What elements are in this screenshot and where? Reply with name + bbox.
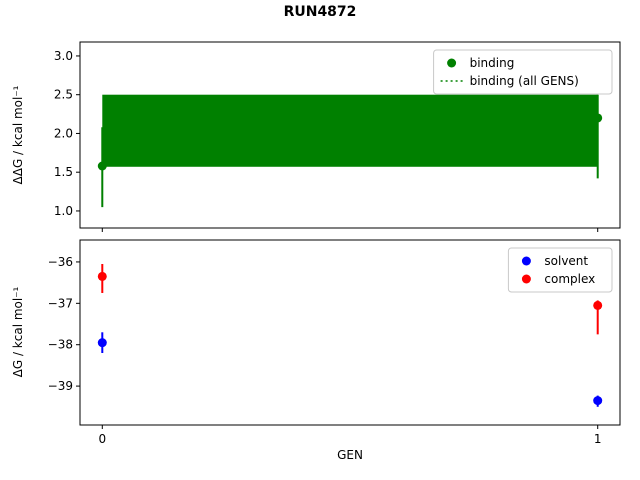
legend <box>507 247 613 293</box>
y-tick-label: −38 <box>48 338 73 352</box>
x-tick-label: 0 <box>98 432 106 446</box>
legend-label: solvent <box>544 254 588 268</box>
legend-label: complex <box>544 272 595 286</box>
solvent-legend-marker <box>521 256 531 266</box>
binding-point <box>97 161 107 171</box>
solvent-point <box>593 396 603 406</box>
axes-frame <box>79 41 621 229</box>
legend-label: binding <box>470 56 515 70</box>
y-tick-label: −36 <box>48 255 73 269</box>
binding-point <box>593 113 603 123</box>
legend-label: binding (all GENS) <box>470 74 579 88</box>
complex-point <box>593 300 603 310</box>
y-tick-label: 1.5 <box>54 165 73 179</box>
y-tick-label: 2.5 <box>54 88 73 102</box>
x-tick-label: 1 <box>594 432 602 446</box>
bottom-y-axis-label: ΔG / kcal mol⁻¹ <box>11 286 25 377</box>
legend <box>433 49 613 95</box>
complex-point <box>97 271 107 281</box>
y-tick-label: 1.0 <box>54 204 73 218</box>
binding-all-gens-band <box>102 94 598 167</box>
y-tick-label: −39 <box>48 379 73 393</box>
y-tick-label: −37 <box>48 296 73 310</box>
solvent-point <box>97 338 107 348</box>
complex-legend-marker <box>521 274 531 284</box>
top-subplot: 1.0 1.5 2.0 2.5 3.0 binding binding (all GENS) <box>54 41 621 232</box>
axes-frame <box>79 239 621 426</box>
top-y-axis-label: ΔΔG / kcal mol⁻¹ <box>11 85 25 184</box>
figure-title: RUN4872 <box>284 4 357 20</box>
bottom-subplot: −36 −37 −38 −39 0 1 solvent complex <box>48 239 621 446</box>
x-axis-label: GEN <box>337 448 363 462</box>
y-tick-label: 3.0 <box>54 49 73 63</box>
binding-legend-marker <box>447 58 457 68</box>
y-tick-label: 2.0 <box>54 126 73 140</box>
